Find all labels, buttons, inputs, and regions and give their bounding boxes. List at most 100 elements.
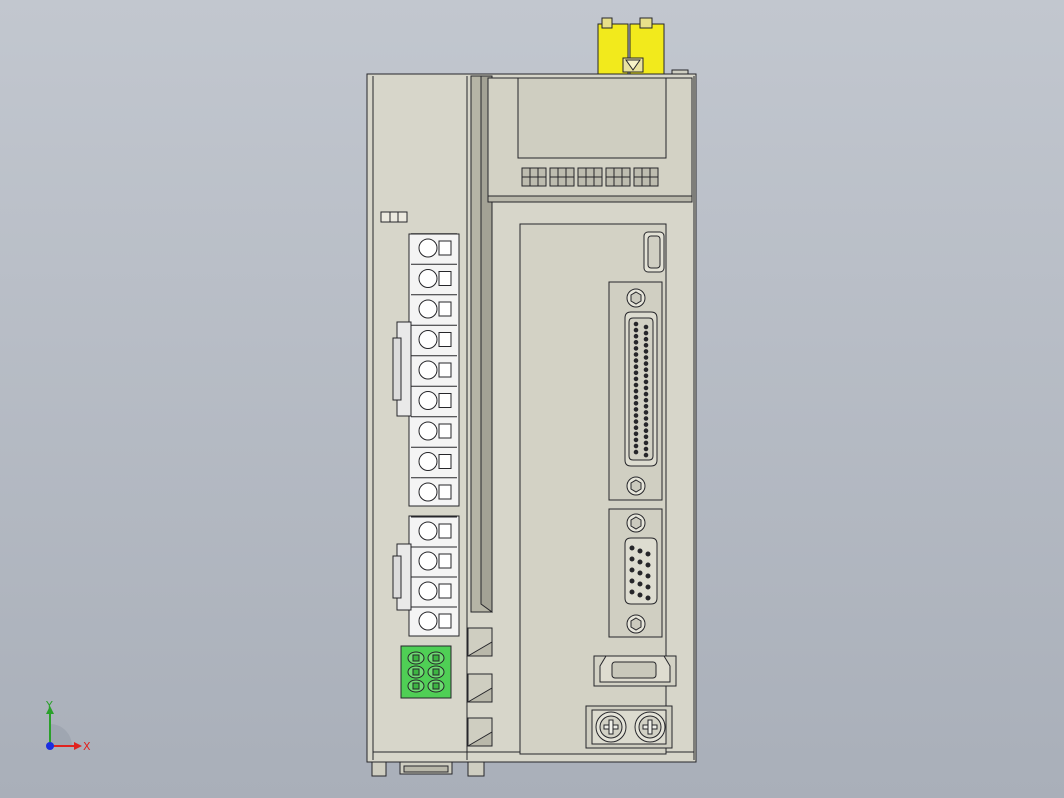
- dsub-pin: [629, 545, 635, 551]
- dsub-pin: [643, 410, 649, 415]
- ground-screw-right: [634, 711, 666, 743]
- dsub-pin: [643, 397, 649, 403]
- dsub-pin: [643, 446, 649, 452]
- dsub-pin: [637, 559, 643, 565]
- small-ports: [466, 627, 493, 747]
- dsub-pin: [643, 385, 649, 391]
- terminal-screw: [418, 330, 438, 349]
- dsub-pin: [633, 407, 639, 412]
- terminal-clamp: [438, 553, 452, 569]
- dsub-pin: [633, 346, 639, 351]
- terminal-screw: [418, 551, 438, 571]
- dsub-pin: [633, 425, 639, 431]
- dsub-pin: [643, 355, 649, 360]
- mounting-feet: [371, 761, 485, 777]
- dsub-pin: [645, 573, 651, 579]
- dsub-signal-connector: [608, 281, 663, 501]
- terminal-clamp: [438, 583, 452, 599]
- dsub-pin: [633, 437, 639, 443]
- dsub-pin: [643, 404, 649, 409]
- terminal-screw: [418, 611, 438, 631]
- terminal-screw: [418, 299, 438, 319]
- triad-x-label: X: [83, 740, 91, 753]
- terminal-clamp: [438, 454, 452, 469]
- terminal-clamp: [438, 523, 452, 539]
- dsub-pin: [643, 428, 649, 434]
- terminal-clamp: [438, 240, 452, 256]
- dsub-pin: [643, 434, 649, 440]
- ventilation-grille: [521, 167, 659, 187]
- dsub-pin: [633, 449, 639, 455]
- dsub-pin: [633, 340, 639, 345]
- dsub-pin: [633, 333, 639, 339]
- dsub-pin: [643, 379, 649, 385]
- dsub-pin: [633, 358, 639, 363]
- dsub-pin: [643, 391, 649, 397]
- dsub-pin: [633, 321, 639, 327]
- terminal-screw: [418, 391, 438, 410]
- dsub-pin: [629, 567, 635, 573]
- terminal-clamp: [438, 613, 452, 629]
- dsub-pin: [643, 367, 649, 373]
- terminal-screw: [418, 521, 438, 541]
- dsub-pin: [643, 336, 649, 342]
- terminal-screw: [418, 238, 438, 258]
- green-plug-connector: [400, 645, 452, 699]
- dsub-pin: [643, 343, 649, 348]
- usb-port: [593, 655, 677, 687]
- dsub-pin: [643, 330, 649, 336]
- triad-y-label: Y: [45, 699, 53, 712]
- dsub-pin: [633, 376, 639, 382]
- triad-origin: [46, 742, 54, 750]
- dsub-pin: [633, 443, 639, 449]
- dsub-pin: [629, 578, 635, 584]
- terminal-clamp: [438, 393, 452, 408]
- yellow-top-connector: [597, 17, 689, 77]
- dsub-pin: [643, 452, 649, 458]
- dsub-feedback-connector: [608, 508, 663, 638]
- dsub-pin: [633, 431, 639, 437]
- dsub-pin: [633, 388, 639, 394]
- dsub-pin: [643, 349, 649, 354]
- dsub-pin: [637, 581, 643, 587]
- dsub-pin: [645, 584, 651, 590]
- terminal-clamp: [438, 332, 452, 347]
- dsub-pin: [645, 562, 651, 568]
- dsub-pin: [633, 413, 639, 418]
- dsub-pin: [633, 327, 639, 333]
- dsub-pin: [643, 324, 649, 330]
- terminal-clamp: [438, 484, 452, 500]
- terminal-clamp: [438, 362, 452, 378]
- terminal-clamp: [438, 271, 452, 286]
- dsub-pin: [633, 419, 639, 424]
- dsub-pin: [643, 361, 649, 366]
- dsub-pin: [643, 373, 649, 379]
- dsub-pin: [637, 548, 643, 554]
- terminal-screw: [418, 452, 438, 471]
- dsub-pin: [633, 352, 639, 357]
- dsub-pin: [633, 382, 639, 388]
- dsub-pin: [643, 440, 649, 446]
- dsub-pin: [637, 592, 643, 598]
- dsub-pin: [645, 551, 651, 557]
- terminal-clamp: [438, 423, 452, 439]
- terminal-block-upper: [392, 233, 460, 507]
- dsub-pin: [643, 422, 649, 427]
- dsub-pin: [629, 556, 635, 562]
- dsub-pin: [633, 401, 639, 406]
- dsub-pin: [633, 364, 639, 370]
- ground-screw-left: [595, 711, 627, 743]
- terminal-screw: [418, 360, 438, 380]
- dsub-pin: [637, 570, 643, 576]
- dsub-pin: [633, 370, 639, 376]
- dsub-pin: [629, 589, 635, 595]
- status-led-indicators: [380, 211, 408, 223]
- terminal-screw: [418, 269, 438, 288]
- dsub-pin: [633, 394, 639, 400]
- terminal-screw: [418, 581, 438, 601]
- terminal-screw: [418, 421, 438, 441]
- terminal-clamp: [438, 301, 452, 317]
- dsub-pin: [643, 416, 649, 421]
- dsub-pin: [645, 595, 651, 601]
